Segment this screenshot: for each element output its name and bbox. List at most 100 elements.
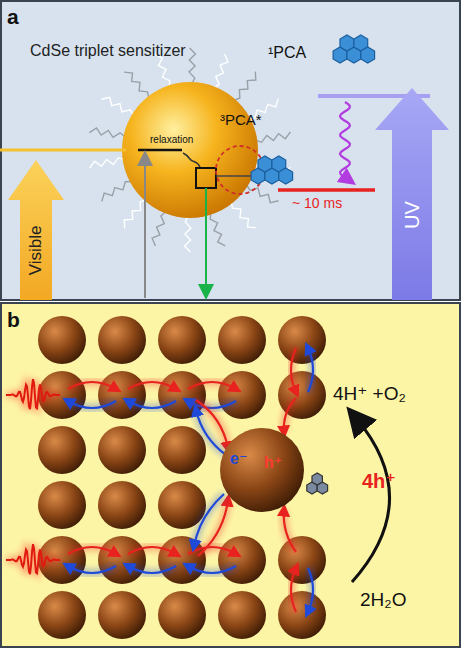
- ligand: [214, 54, 228, 89]
- glow: [308, 348, 313, 392]
- nanocrystal: [218, 371, 266, 419]
- hexagon: [258, 156, 272, 172]
- lifetime-label: ~ 10 ms: [292, 196, 342, 211]
- carrier-hop: [68, 566, 116, 573]
- glow: [291, 348, 296, 392]
- emission-arrow: [205, 188, 207, 292]
- center-nanocrystal: e⁻h⁺: [220, 428, 304, 512]
- glow: [68, 401, 116, 408]
- nanocrystal: [158, 591, 206, 639]
- nanocrystal: [158, 426, 206, 474]
- glow: [128, 401, 176, 408]
- nanocrystal: [98, 481, 146, 529]
- hexagon: [312, 473, 322, 485]
- molecule: [216, 156, 293, 184]
- level-line: [138, 149, 182, 152]
- title-text: CdSe triplet sensitizer: [30, 42, 186, 60]
- triplet-level: [278, 188, 375, 192]
- nanocrystal: [278, 536, 326, 584]
- nanocrystal: [98, 316, 146, 364]
- carrier-hop: [128, 566, 176, 573]
- relaxation-wave: [183, 153, 200, 167]
- carrier-hop: [308, 348, 313, 392]
- ligand: [89, 128, 125, 137]
- panel-letter: a: [7, 5, 19, 28]
- glow: [68, 566, 116, 573]
- ligand: [102, 182, 132, 202]
- node-text: Visible: [27, 225, 46, 275]
- nanocrystal: [38, 591, 86, 639]
- nanocrystal: [278, 591, 326, 639]
- glow: [194, 494, 224, 546]
- glow: [284, 398, 296, 432]
- nanocrystal: [98, 371, 146, 419]
- ligand: [101, 97, 133, 115]
- glow: [68, 547, 116, 554]
- carrier-hop: [128, 382, 176, 389]
- trap-square: [196, 168, 216, 188]
- visible-arrow-label: Visible: [20, 200, 52, 300]
- carrier-hop: [128, 401, 176, 408]
- center-sphere: [220, 428, 304, 512]
- carrier-hop: [128, 547, 176, 554]
- reaction-arrow: [352, 418, 390, 582]
- carrier-hop: [291, 568, 296, 612]
- nanocrystal: [98, 591, 146, 639]
- carrier-hop: [188, 566, 236, 573]
- ligand: [231, 202, 256, 228]
- node-text: h⁺: [264, 454, 282, 472]
- nanocrystal: [98, 536, 146, 584]
- glow: [128, 547, 176, 554]
- carrier-hop: [68, 382, 116, 389]
- nanocrystal-array: [38, 316, 326, 639]
- light-pulse: [6, 544, 60, 574]
- node-text: UV: [401, 201, 423, 229]
- glow: [188, 382, 236, 389]
- linker: [216, 175, 251, 177]
- carrier-hop: [194, 494, 224, 546]
- ligand: [185, 216, 191, 252]
- glow: [128, 382, 176, 389]
- hexagon: [340, 35, 354, 51]
- molecule: [333, 35, 375, 63]
- ligand: [246, 184, 278, 202]
- level-line: [0, 149, 126, 152]
- glow: [308, 568, 313, 612]
- dashed-circle: [216, 146, 264, 194]
- state-label: ¹PCA: [268, 44, 306, 62]
- hexagon: [279, 168, 293, 184]
- carrier-arrows: [68, 348, 313, 612]
- ligand: [234, 72, 256, 101]
- carrier-hop: [196, 410, 226, 455]
- carrier-hop: [284, 510, 296, 552]
- light-pulse: [6, 379, 60, 409]
- nanocrystal: [218, 536, 266, 584]
- pulse-glow: [6, 544, 60, 574]
- nanocrystal: [158, 316, 206, 364]
- cdse-sphere: [122, 82, 258, 218]
- carrier-hop: [291, 348, 296, 392]
- nanocrystal: [98, 426, 146, 474]
- glow: [284, 510, 296, 552]
- nanocrystal: [38, 481, 86, 529]
- pulse-glow: [6, 379, 60, 409]
- ligand: [152, 211, 166, 246]
- molecule: [307, 473, 328, 494]
- glow: [128, 566, 176, 573]
- nanocrystal: [218, 316, 266, 364]
- carrier-hop: [308, 568, 313, 612]
- glow: [188, 547, 236, 554]
- panel-a: [1, 1, 460, 300]
- ligand: [210, 213, 225, 246]
- uv-arrow-label: UV: [392, 130, 432, 300]
- glow: [196, 410, 226, 455]
- nanocrystal: [218, 591, 266, 639]
- wavy-arrow: [340, 102, 350, 180]
- glow: [68, 382, 116, 389]
- glow: [188, 566, 236, 573]
- panel-letter: b: [7, 308, 20, 331]
- nanocrystal: [278, 316, 326, 364]
- excitation-arrow: [144, 158, 146, 298]
